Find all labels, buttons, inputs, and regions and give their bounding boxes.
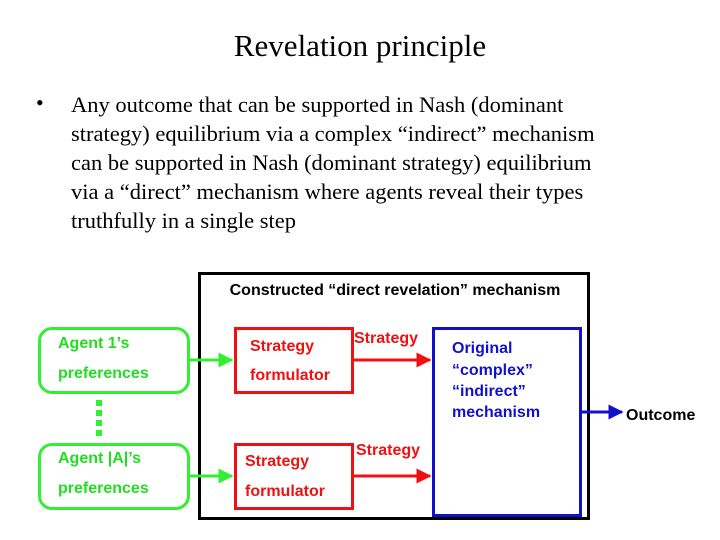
mechanism-label-line1: Original: [452, 340, 513, 357]
strategy-formulator-1-box: [234, 327, 354, 394]
direct-mechanism-title: Constructed “direct revelation” mechanis…: [229, 282, 561, 299]
slide-title: Revelation principle: [233, 28, 487, 63]
ellipsis-dots: [96, 400, 102, 440]
bullet-line: can be supported in Nash (dominant strat…: [71, 150, 592, 175]
bullet-line: strategy) equilibrium via a complex “ind…: [71, 121, 595, 146]
bullet-marker: •: [36, 90, 44, 115]
agent-n-preferences-box: [38, 443, 190, 510]
bullet-line: via a “direct” mechanism where agents re…: [71, 179, 584, 204]
original-mechanism-box: [432, 327, 582, 517]
strategy-formulator-2-box: [234, 443, 354, 510]
bullet-line: Any outcome that can be supported in Nas…: [71, 92, 564, 117]
mechanism-label-line3: “indirect”: [452, 383, 526, 400]
direct-mechanism-box: [198, 272, 590, 520]
strategy-formulator-2-line1: Strategy: [245, 453, 310, 470]
agent-n-label: Agent |A|’s: [58, 450, 142, 467]
mechanism-label-line4: mechanism: [452, 404, 541, 421]
outcome-label: Outcome: [626, 407, 696, 424]
strategy-formulator-1-line2: formulator: [250, 367, 330, 384]
strategy-output-label-bottom: Strategy: [356, 442, 421, 459]
strategy-formulator-2-line2: formulator: [245, 483, 325, 500]
strategy-output-label-top: Strategy: [354, 330, 419, 347]
agent-1-preferences-box: [38, 327, 190, 394]
agent-1-label: Agent 1’s: [58, 335, 130, 352]
mechanism-label-line2: “complex”: [452, 362, 533, 379]
agent-1-preferences-label: preferences: [58, 365, 149, 382]
bullet-text: Any outcome that can be supported in Nas…: [71, 90, 711, 235]
agent-n-preferences-label: preferences: [58, 480, 149, 497]
bullet-line: truthfully in a single step: [71, 208, 296, 233]
strategy-formulator-1-line1: Strategy: [250, 338, 315, 355]
